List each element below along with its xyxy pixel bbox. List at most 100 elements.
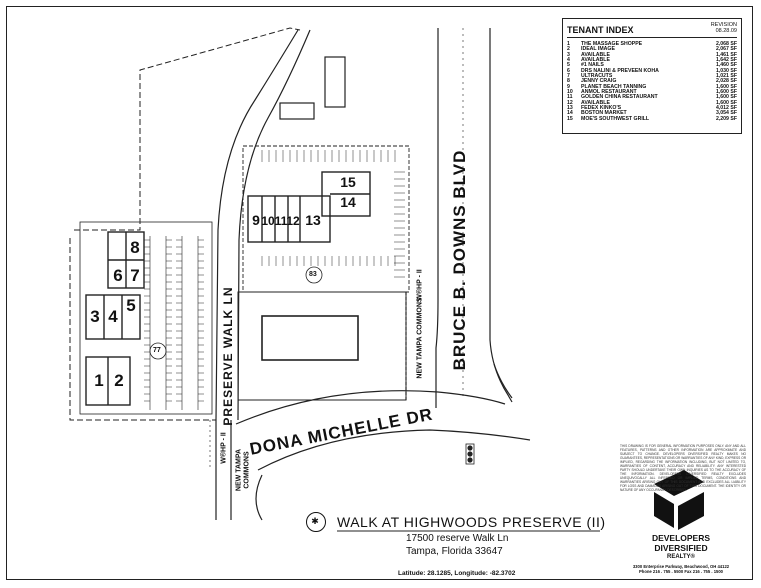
unit-1: 1 — [94, 371, 104, 390]
tenant-name: MOE'S SOUTHWEST GRILL — [581, 115, 650, 122]
tenant-number: 5 — [567, 62, 570, 69]
tenant-name: PLANET BEACH TANNING — [581, 83, 647, 90]
unit-6: 6 — [113, 266, 123, 285]
new-tampa-commons-east-label: NEW TAMPA COMMONS — [416, 297, 424, 379]
tenant-index-header: TENANT INDEX REVISION 08.28.09 — [567, 22, 737, 38]
revision-date: 08.28.09 — [715, 28, 737, 34]
tenant-name: AVAILABLE — [581, 51, 610, 58]
unit-3: 3 — [90, 307, 100, 326]
unit-15: 15 — [340, 174, 356, 190]
preserve-walk-label: PRESERVE WALK LN — [221, 286, 235, 426]
unit-7: 7 — [130, 266, 140, 285]
bruce-downs-road — [435, 28, 513, 408]
tenant-name: DRS NALINI & PREVEEN KOHA — [581, 67, 659, 74]
map-sheet-border — [6, 6, 753, 580]
tenant-number: 8 — [567, 78, 570, 85]
tenant-name: FEDEX KINKO'S — [581, 105, 622, 112]
unit-5: 5 — [126, 296, 136, 315]
west-parking-lot — [79, 221, 213, 415]
developer-logo-icon — [654, 470, 704, 530]
developer-phones: Phone 216 . 755 . 5500 Fax 216 . 755 . 1… — [638, 569, 724, 574]
tenant-area: 1,642 SF — [715, 57, 737, 64]
tenant-area: 1,460 SF — [715, 62, 737, 69]
parking-count-west-circle — [149, 342, 167, 360]
lat-long: Latitude: 28.1285, Longitude: -82.3702 — [398, 570, 516, 577]
developer-name-line-3: REALTY® — [667, 554, 695, 560]
tenant-area: 4,012 SF — [715, 105, 737, 112]
tenant-index-title: TENANT INDEX — [567, 25, 634, 35]
developer-contact: 3300 Enterprise Parkway, Beachwood, OH 4… — [626, 564, 736, 574]
unit-14: 14 — [340, 194, 356, 210]
tenant-area: 2,028 SF — [715, 78, 737, 85]
tenant-name: ULTRACUTS — [581, 73, 613, 80]
parking-count-west: 77 — [153, 347, 161, 354]
tenant-name: THE MASSAGE SHOPPE — [581, 41, 643, 47]
tenant-name: GOLDEN CHINA RESTAURANT — [581, 94, 658, 101]
north-structure-1 — [279, 102, 315, 120]
dona-michelle-road — [235, 390, 531, 521]
tenant-area: 2,067 SF — [715, 46, 737, 53]
tenant-name: AVAILABLE — [581, 57, 610, 64]
tenant-row: 7 ULTRACUTS 1,021 SF — [567, 73, 737, 80]
bruce-downs-label: BRUCE B. DOWNS BLVD — [450, 149, 469, 371]
tenant-number: 11 — [567, 94, 573, 101]
tenant-name: AVAILABLE — [581, 99, 610, 106]
tenant-name: JENNY CRAIG — [581, 78, 617, 85]
tenant-number: 6 — [567, 67, 570, 74]
east-center — [242, 145, 410, 293]
tenant-area: 1,600 SF — [715, 99, 737, 106]
tenant-number: 4 — [567, 57, 570, 64]
tenant-number: 7 — [567, 73, 570, 80]
tenant-number: 10 — [567, 89, 573, 96]
tenant-area: 2,068 SF — [715, 41, 737, 47]
tenant-row: 3 AVAILABLE 1,461 SF — [567, 51, 737, 58]
tenant-number: 13 — [567, 105, 573, 112]
tenant-area: 3,054 SF — [715, 110, 737, 117]
unit-2: 2 — [114, 371, 124, 390]
developer-name: DEVELOPERS DIVERSIFIED REALTY® — [633, 533, 729, 563]
tenant-name: #1 NAILS — [581, 62, 604, 69]
tenant-number: 15 — [567, 115, 573, 122]
tenant-area: 1,600 SF — [715, 83, 737, 90]
disclaimer-text: THIS DRAWING IS FOR GENERAL INFORMATION … — [620, 444, 746, 492]
tenant-area: 1,461 SF — [715, 51, 737, 58]
new-tampa-south-label: NEW TAMPA — [235, 448, 243, 492]
traffic-signal-icon — [465, 443, 475, 465]
commons-south-label: COMMONS — [243, 451, 251, 489]
unit-8: 8 — [130, 238, 140, 257]
tenant-number: 2 — [567, 46, 570, 53]
parking-count-east-circle — [305, 266, 323, 284]
tenant-name: ANMOL RESTAURANT — [581, 89, 637, 96]
tenant-number: 3 — [567, 51, 570, 58]
tenant-area: 1,030 SF — [715, 67, 737, 74]
unit-10: 10 — [261, 214, 275, 228]
tenant-row: 4 AVAILABLE 1,642 SF — [567, 57, 737, 64]
tenant-row: 6 DRS NALINI & PREVEEN KOHA 1,030 SF — [567, 67, 737, 74]
revision-block: REVISION 08.28.09 — [711, 22, 737, 34]
developer-name-line-2: DIVERSIFIED — [654, 542, 708, 553]
project-title: WALK AT HIGHWOODS PRESERVE (II) — [337, 514, 606, 530]
address-line-2: Tampa, Florida 33647 — [406, 546, 503, 557]
tenant-row: 5 #1 NAILS 1,460 SF — [567, 62, 737, 69]
tenant-row: 9 PLANET BEACH TANNING 1,600 SF — [567, 83, 737, 90]
tenant-row: 8 JENNY CRAIG 2,028 SF — [567, 78, 737, 85]
tenant-area: 1,021 SF — [715, 73, 737, 80]
unit-4: 4 — [108, 307, 118, 326]
tenant-row: 13 FEDEX KINKO'S 4,012 SF — [567, 105, 737, 112]
developer-name-line-1: DEVELOPERS — [651, 533, 711, 543]
parking-count-east: 83 — [309, 271, 317, 278]
tenant-area: 2,209 SF — [715, 115, 737, 122]
tenant-number: 9 — [567, 83, 570, 90]
tenant-name: BOSTON MARKET — [581, 110, 627, 117]
north-structure-2 — [324, 56, 346, 108]
revision-label: REVISION — [710, 22, 737, 28]
